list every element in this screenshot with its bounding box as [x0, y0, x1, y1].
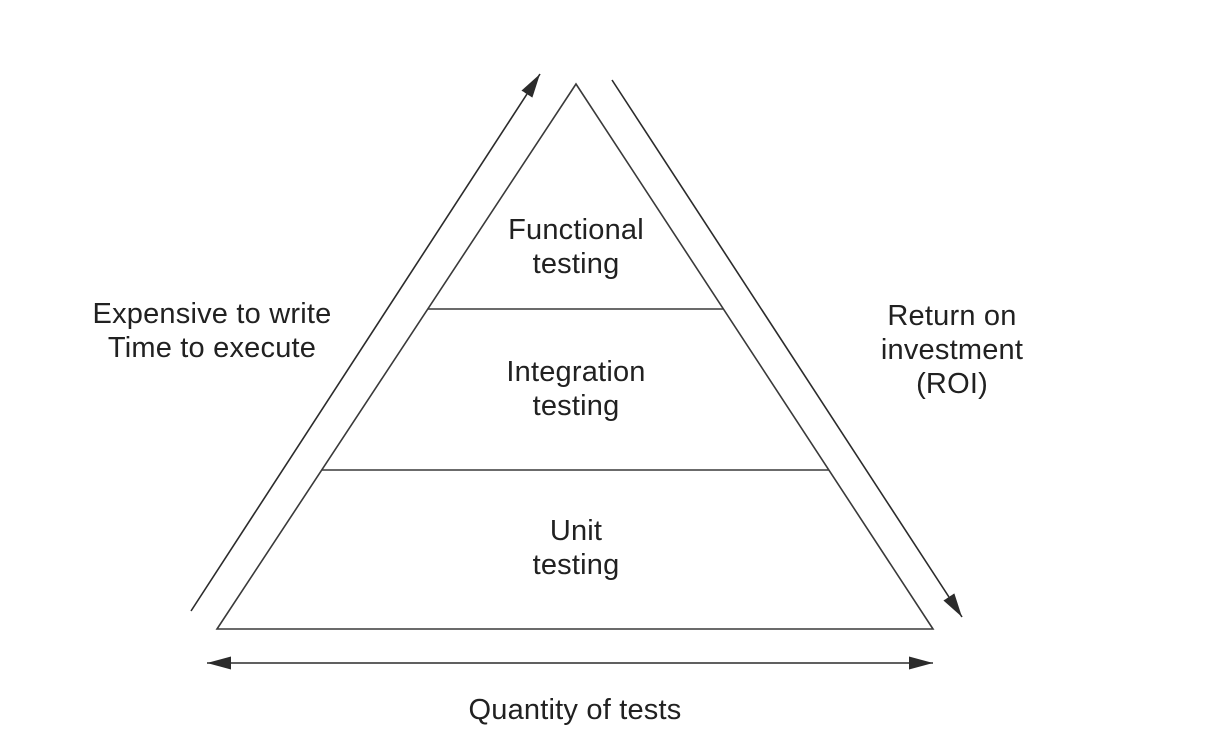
diagonal-up-arrow-icon: [190, 73, 541, 612]
bottom-axis-label: Quantity of tests: [468, 694, 682, 726]
pyramid-outline: [215, 82, 935, 630]
left-axis-label: Expensive to write Time to execute: [92, 298, 332, 364]
pyramid-level-functional-label: Functional testing: [508, 214, 644, 280]
right-axis-label: Return on investment (ROI): [880, 300, 1024, 400]
pyramid-level-unit-label: Unit testing: [532, 515, 620, 581]
pyramid-level-integration-label: Integration testing: [506, 356, 646, 422]
diagonal-down-arrow-icon: [611, 79, 963, 618]
